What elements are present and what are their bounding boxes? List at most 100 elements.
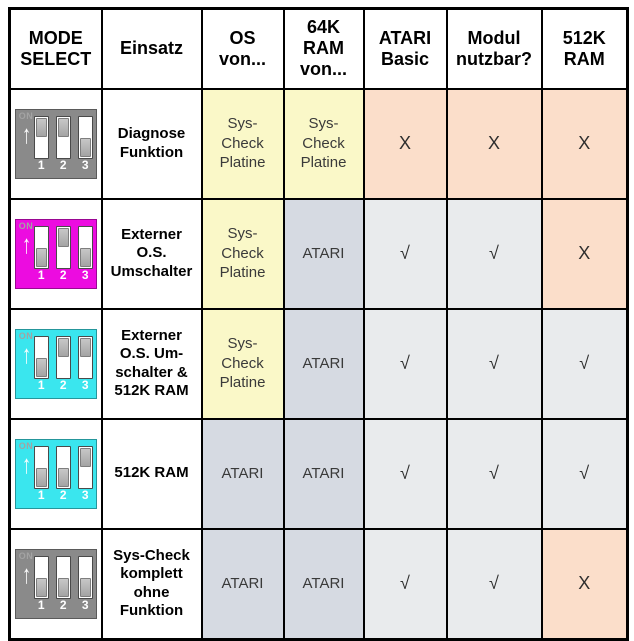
- dip-switch-1: [33, 115, 49, 159]
- ram-von-cell: Sys- Check Platine: [282, 87, 365, 200]
- dip-left-labels: ON ↑: [19, 221, 34, 288]
- up-arrow-icon: ↑: [21, 338, 31, 369]
- dip-slots: [33, 115, 93, 159]
- column-header-einsatz: Einsatz: [100, 7, 203, 90]
- 512k-ram-cell: √: [540, 307, 629, 420]
- dip-on-label: ON: [18, 440, 34, 451]
- column-header-mode-select: MODE SELECT: [8, 7, 103, 90]
- dip-knob: [79, 247, 91, 267]
- 512k-ram-cell: √: [540, 417, 629, 530]
- table-row: ON ↑ 1 2 3: [8, 527, 629, 640]
- dip-number: 2: [59, 377, 67, 392]
- dip-knob: [35, 357, 47, 377]
- dip-switch-3: [77, 335, 93, 379]
- atari-basic-cell: √: [362, 417, 448, 530]
- dip-left-labels: ON ↑: [18, 110, 34, 178]
- os-von-cell: Sys- Check Platine: [200, 197, 285, 310]
- dip-slots: [33, 225, 93, 269]
- dip-switch-numbers: 1 2 3: [34, 377, 93, 392]
- table-row: ON ↑ 1 2 3: [8, 197, 629, 310]
- mode-select-table: MODE SELECT Einsatz OS von... 64K RAM vo…: [8, 7, 629, 641]
- einsatz-cell: Sys-Check komplett ohne Funktion: [100, 527, 203, 640]
- dip-on-label: ON: [18, 110, 34, 121]
- dip-switch-image: ON ↑ 1 2 3: [14, 218, 97, 289]
- dip-number: 2: [59, 267, 67, 282]
- dip-slots: [33, 555, 93, 599]
- column-header-atari-basic: ATARI Basic: [362, 7, 448, 90]
- dip-switch-image: ON ↑ 1 2 3: [14, 108, 97, 179]
- mode-select-cell: ON ↑ 1 2 3: [8, 527, 103, 640]
- column-header-os-von: OS von...: [200, 7, 285, 90]
- dip-number: 2: [59, 597, 67, 612]
- dip-number: 3: [81, 157, 89, 172]
- atari-basic-cell: X: [362, 87, 448, 200]
- dip-number: 3: [81, 487, 89, 502]
- dip-on-label: ON: [18, 330, 34, 341]
- dip-number: 3: [81, 597, 89, 612]
- dip-knob: [79, 337, 91, 357]
- dip-switch-body: 1 2 3: [33, 112, 93, 178]
- column-header-64k-ram-von: 64K RAM von...: [282, 7, 365, 90]
- dip-knob: [57, 117, 69, 137]
- ram-von-cell: ATARI: [282, 307, 365, 420]
- ram-von-cell: ATARI: [282, 197, 365, 310]
- table-row: ON ↑ 1 2 3: [8, 417, 629, 530]
- dip-knob: [57, 227, 69, 247]
- dip-switch-1: [33, 445, 49, 489]
- dip-switch-3: [77, 115, 93, 159]
- dip-switch-image: ON ↑ 1 2 3: [14, 438, 97, 509]
- column-header-modul-nutzbar: Modul nutzbar?: [445, 7, 543, 90]
- dip-knob: [79, 447, 91, 467]
- os-von-cell: Sys- Check Platine: [200, 307, 285, 420]
- dip-number: 1: [37, 157, 45, 172]
- dip-knob: [35, 117, 47, 137]
- 512k-ram-cell: X: [540, 527, 629, 640]
- 512k-ram-cell: X: [540, 197, 629, 310]
- dip-left-labels: ON ↑: [18, 330, 34, 398]
- mode-select-cell: ON ↑ 1 2 3: [8, 417, 103, 530]
- modul-nutzbar-cell: √: [445, 197, 543, 310]
- column-header-512k-ram: 512K RAM: [540, 7, 629, 90]
- dip-switch-numbers: 1 2 3: [34, 487, 93, 502]
- dip-left-labels: ON ↑: [18, 440, 34, 508]
- dip-switch-2: [55, 115, 71, 159]
- dip-number: 2: [59, 487, 67, 502]
- einsatz-cell: Externer O.S. Um- schalter & 512K RAM: [100, 307, 203, 420]
- modul-nutzbar-cell: √: [445, 417, 543, 530]
- dip-slots: [33, 335, 93, 379]
- dip-left-labels: ON ↑: [19, 551, 34, 618]
- page: MODE SELECT Einsatz OS von... 64K RAM vo…: [8, 7, 629, 641]
- atari-basic-cell: √: [362, 527, 448, 640]
- dip-switch-image: ON ↑ 1 2 3: [14, 328, 97, 399]
- dip-slots: [33, 445, 93, 489]
- dip-number: 1: [37, 597, 45, 612]
- dip-switch-1: [33, 555, 49, 599]
- dip-knob: [35, 247, 47, 267]
- dip-knob: [57, 577, 69, 597]
- table-row: ON ↑ 1 2 3: [8, 307, 629, 420]
- dip-switch-1: [33, 335, 49, 379]
- up-arrow-icon: ↑: [21, 558, 31, 589]
- dip-switch-body: 1 2 3: [33, 332, 93, 398]
- ram-von-cell: ATARI: [282, 417, 365, 530]
- os-von-cell: Sys- Check Platine: [200, 87, 285, 200]
- dip-knob: [35, 467, 47, 487]
- einsatz-cell: 512K RAM: [100, 417, 203, 530]
- dip-number: 1: [37, 487, 45, 502]
- up-arrow-icon: ↑: [21, 448, 31, 479]
- dip-switch-2: [55, 555, 71, 599]
- dip-switch-3: [77, 225, 93, 269]
- modul-nutzbar-cell: √: [445, 307, 543, 420]
- dip-switch-1: [33, 225, 49, 269]
- modul-nutzbar-cell: √: [445, 527, 543, 640]
- dip-switch-numbers: 1 2 3: [34, 157, 93, 172]
- dip-switch-3: [77, 555, 93, 599]
- einsatz-cell: Diagnose Funktion: [100, 87, 203, 200]
- dip-switch-3: [77, 445, 93, 489]
- dip-switch-image: ON ↑ 1 2 3: [14, 548, 97, 619]
- dip-number: 3: [81, 377, 89, 392]
- dip-switch-body: 1 2 3: [33, 552, 93, 618]
- dip-knob: [57, 337, 69, 357]
- mode-select-cell: ON ↑ 1 2 3: [8, 197, 103, 310]
- dip-number: 2: [59, 157, 67, 172]
